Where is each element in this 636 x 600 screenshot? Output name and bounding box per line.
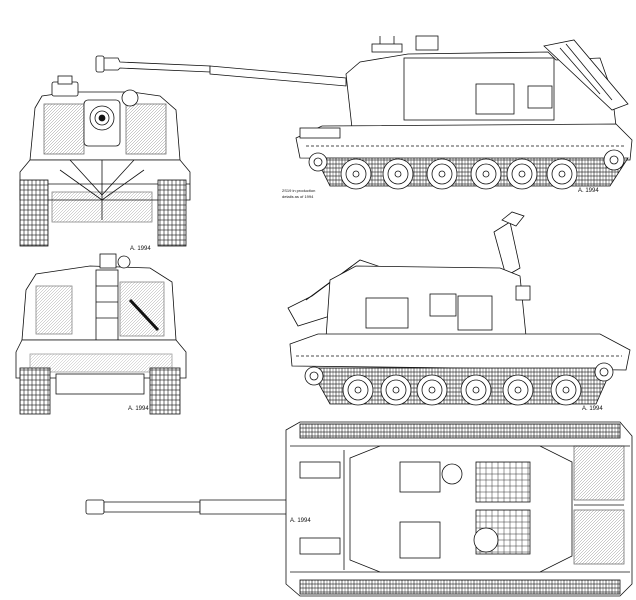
left-side-view [95, 35, 633, 190]
road-wheels-left [308, 149, 625, 190]
side-view-note-line2: details as of 1994 [282, 194, 314, 199]
signature-front-view: A. 1994 [130, 246, 151, 252]
signature-top-view: A. 1994 [290, 518, 311, 524]
right-side-view [287, 211, 631, 406]
top-view [85, 421, 633, 597]
signature-right-side-view: A. 1994 [582, 406, 603, 412]
road-wheels-right [304, 362, 614, 406]
signature-left-side-view: A. 1994 [578, 188, 599, 194]
signature-rear-view: A. 1994 [128, 406, 149, 412]
front-view [19, 75, 191, 247]
rear-view [15, 253, 187, 415]
side-view-note-line1: 2S19 in production [282, 188, 316, 193]
